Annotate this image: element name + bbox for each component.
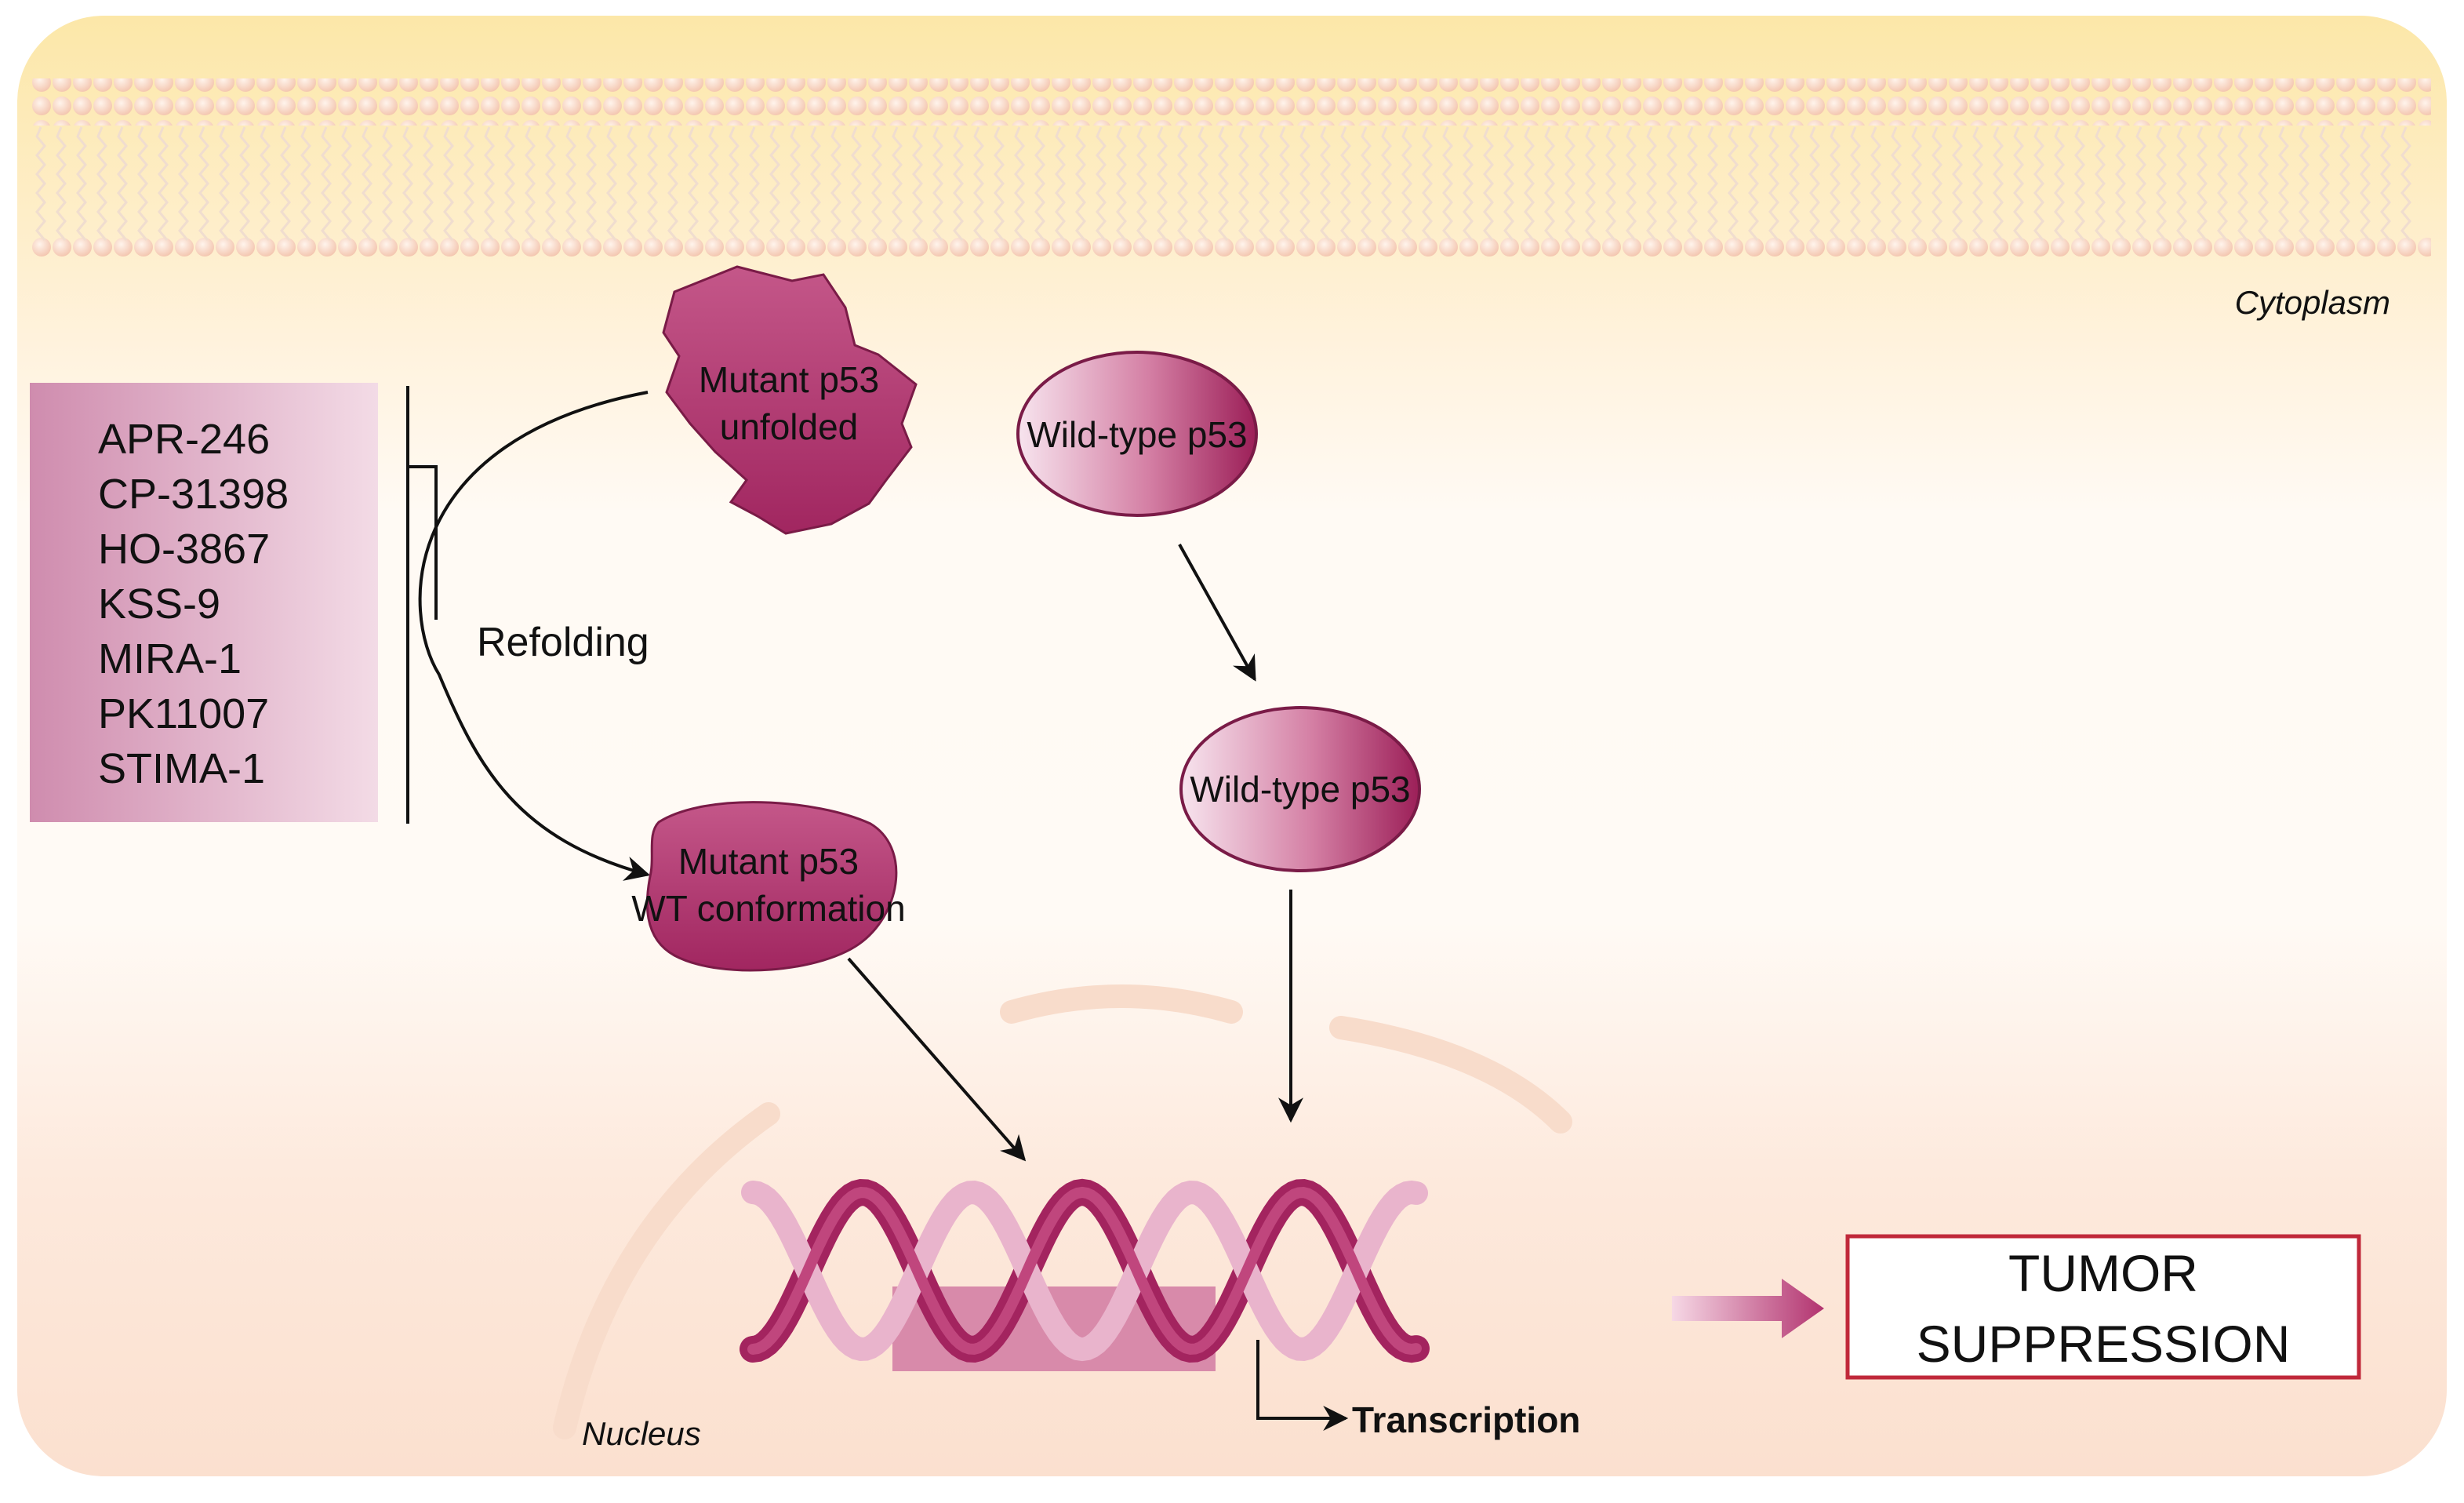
drug-list-box: APR-246 CP-31398 HO-3867 KSS-9 MIRA-1 PK…: [30, 383, 378, 822]
outcome-arrow: [1672, 1279, 1824, 1338]
drug-item: HO-3867: [98, 526, 270, 573]
mutant-to-dna-arrow: [847, 957, 1027, 1162]
svg-text:Wild-type p53: Wild-type p53: [1027, 414, 1247, 455]
node-line: Mutant p53: [699, 359, 879, 400]
drug-item: MIRA-1: [98, 635, 242, 682]
refolding-arrow: [418, 391, 651, 881]
transcription-label: Transcription: [1352, 1399, 1580, 1440]
wt-translocation-arrow: [1178, 544, 1256, 682]
node-line: WT conformation: [631, 888, 905, 929]
wild-type-p53-nucleus-node: Wild-type p53: [1179, 706, 1421, 872]
drug-item: PK11007: [98, 690, 269, 737]
wild-type-p53-cytoplasm-node: Wild-type p53: [1016, 351, 1258, 517]
cell-membrane: [31, 78, 2431, 259]
drug-item: CP-31398: [98, 471, 289, 518]
svg-text:Wild-type p53: Wild-type p53: [1190, 769, 1410, 810]
tumor-suppression-box: TUMOR SUPPRESSION: [1845, 1234, 2361, 1380]
transcription-arrow: [1256, 1340, 1349, 1431]
mutant-p53-unfolded-node: Mutant p53 unfolded: [662, 265, 918, 535]
node-line: unfolded: [720, 406, 859, 447]
drug-item: APR-246: [98, 416, 270, 463]
node-line: Mutant p53: [678, 841, 859, 882]
drug-item: KSS-9: [98, 580, 220, 628]
drug-item: STIMA-1: [98, 745, 265, 792]
nuclear-envelope: [553, 984, 1572, 1439]
refolding-label: Refolding: [477, 620, 649, 665]
cytoplasm-label: Cytoplasm: [2235, 284, 2390, 321]
dna-helix: [740, 1178, 1430, 1371]
outcome-line: TUMOR: [2008, 1244, 2198, 1302]
outcome-line: SUPPRESSION: [1917, 1315, 2291, 1373]
drug-bracket: [406, 386, 438, 824]
nucleus-label: Nucleus: [582, 1415, 701, 1452]
mutant-p53-wt-node: Mutant p53 WT conformation: [631, 801, 906, 972]
